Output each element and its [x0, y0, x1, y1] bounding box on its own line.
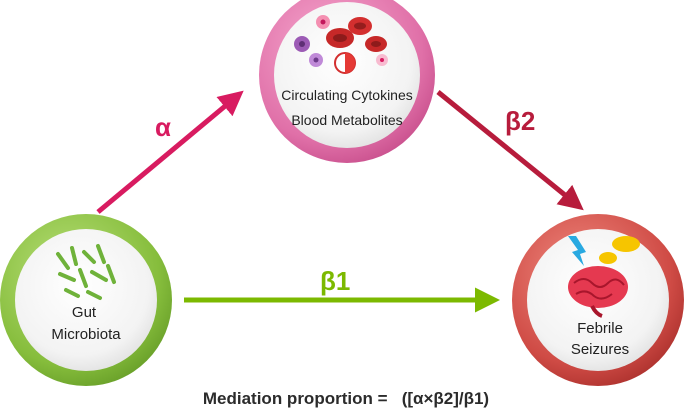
brain-icon — [568, 266, 628, 318]
exposure-node: Gut Microbiota — [0, 214, 172, 386]
outcome-node: Febrile Seizures — [512, 214, 684, 386]
mediator-label-line1: Circulating Cytokines — [281, 87, 413, 103]
formula-expression: ([α×β2]/β1) — [401, 389, 490, 408]
lightning-icon — [568, 236, 586, 266]
formula-label: Mediation proportion = — [202, 389, 388, 408]
outcome-label-line1: Febrile — [577, 320, 623, 337]
beta2-label: β2 — [505, 106, 535, 136]
alpha-arrow — [96, 90, 244, 214]
mediation-formula: Mediation proportion = ([α×β2]/β1) — [0, 389, 692, 409]
beta1-label: β1 — [320, 266, 350, 296]
outcome-label-line2: Seizures — [571, 341, 629, 358]
mediator-node: Circulating Cytokines Blood Metabolites — [259, 0, 435, 163]
blood-cells-icon — [294, 15, 388, 74]
thought-bubble-icon — [599, 236, 640, 264]
exposure-label-line2: Microbiota — [51, 326, 121, 343]
bacteria-icon — [56, 244, 116, 300]
beta2-arrow — [436, 90, 584, 211]
exposure-label-line1: Gut — [72, 304, 97, 321]
alpha-label: α — [155, 112, 171, 142]
mediator-label-line2: Blood Metabolites — [291, 112, 402, 128]
